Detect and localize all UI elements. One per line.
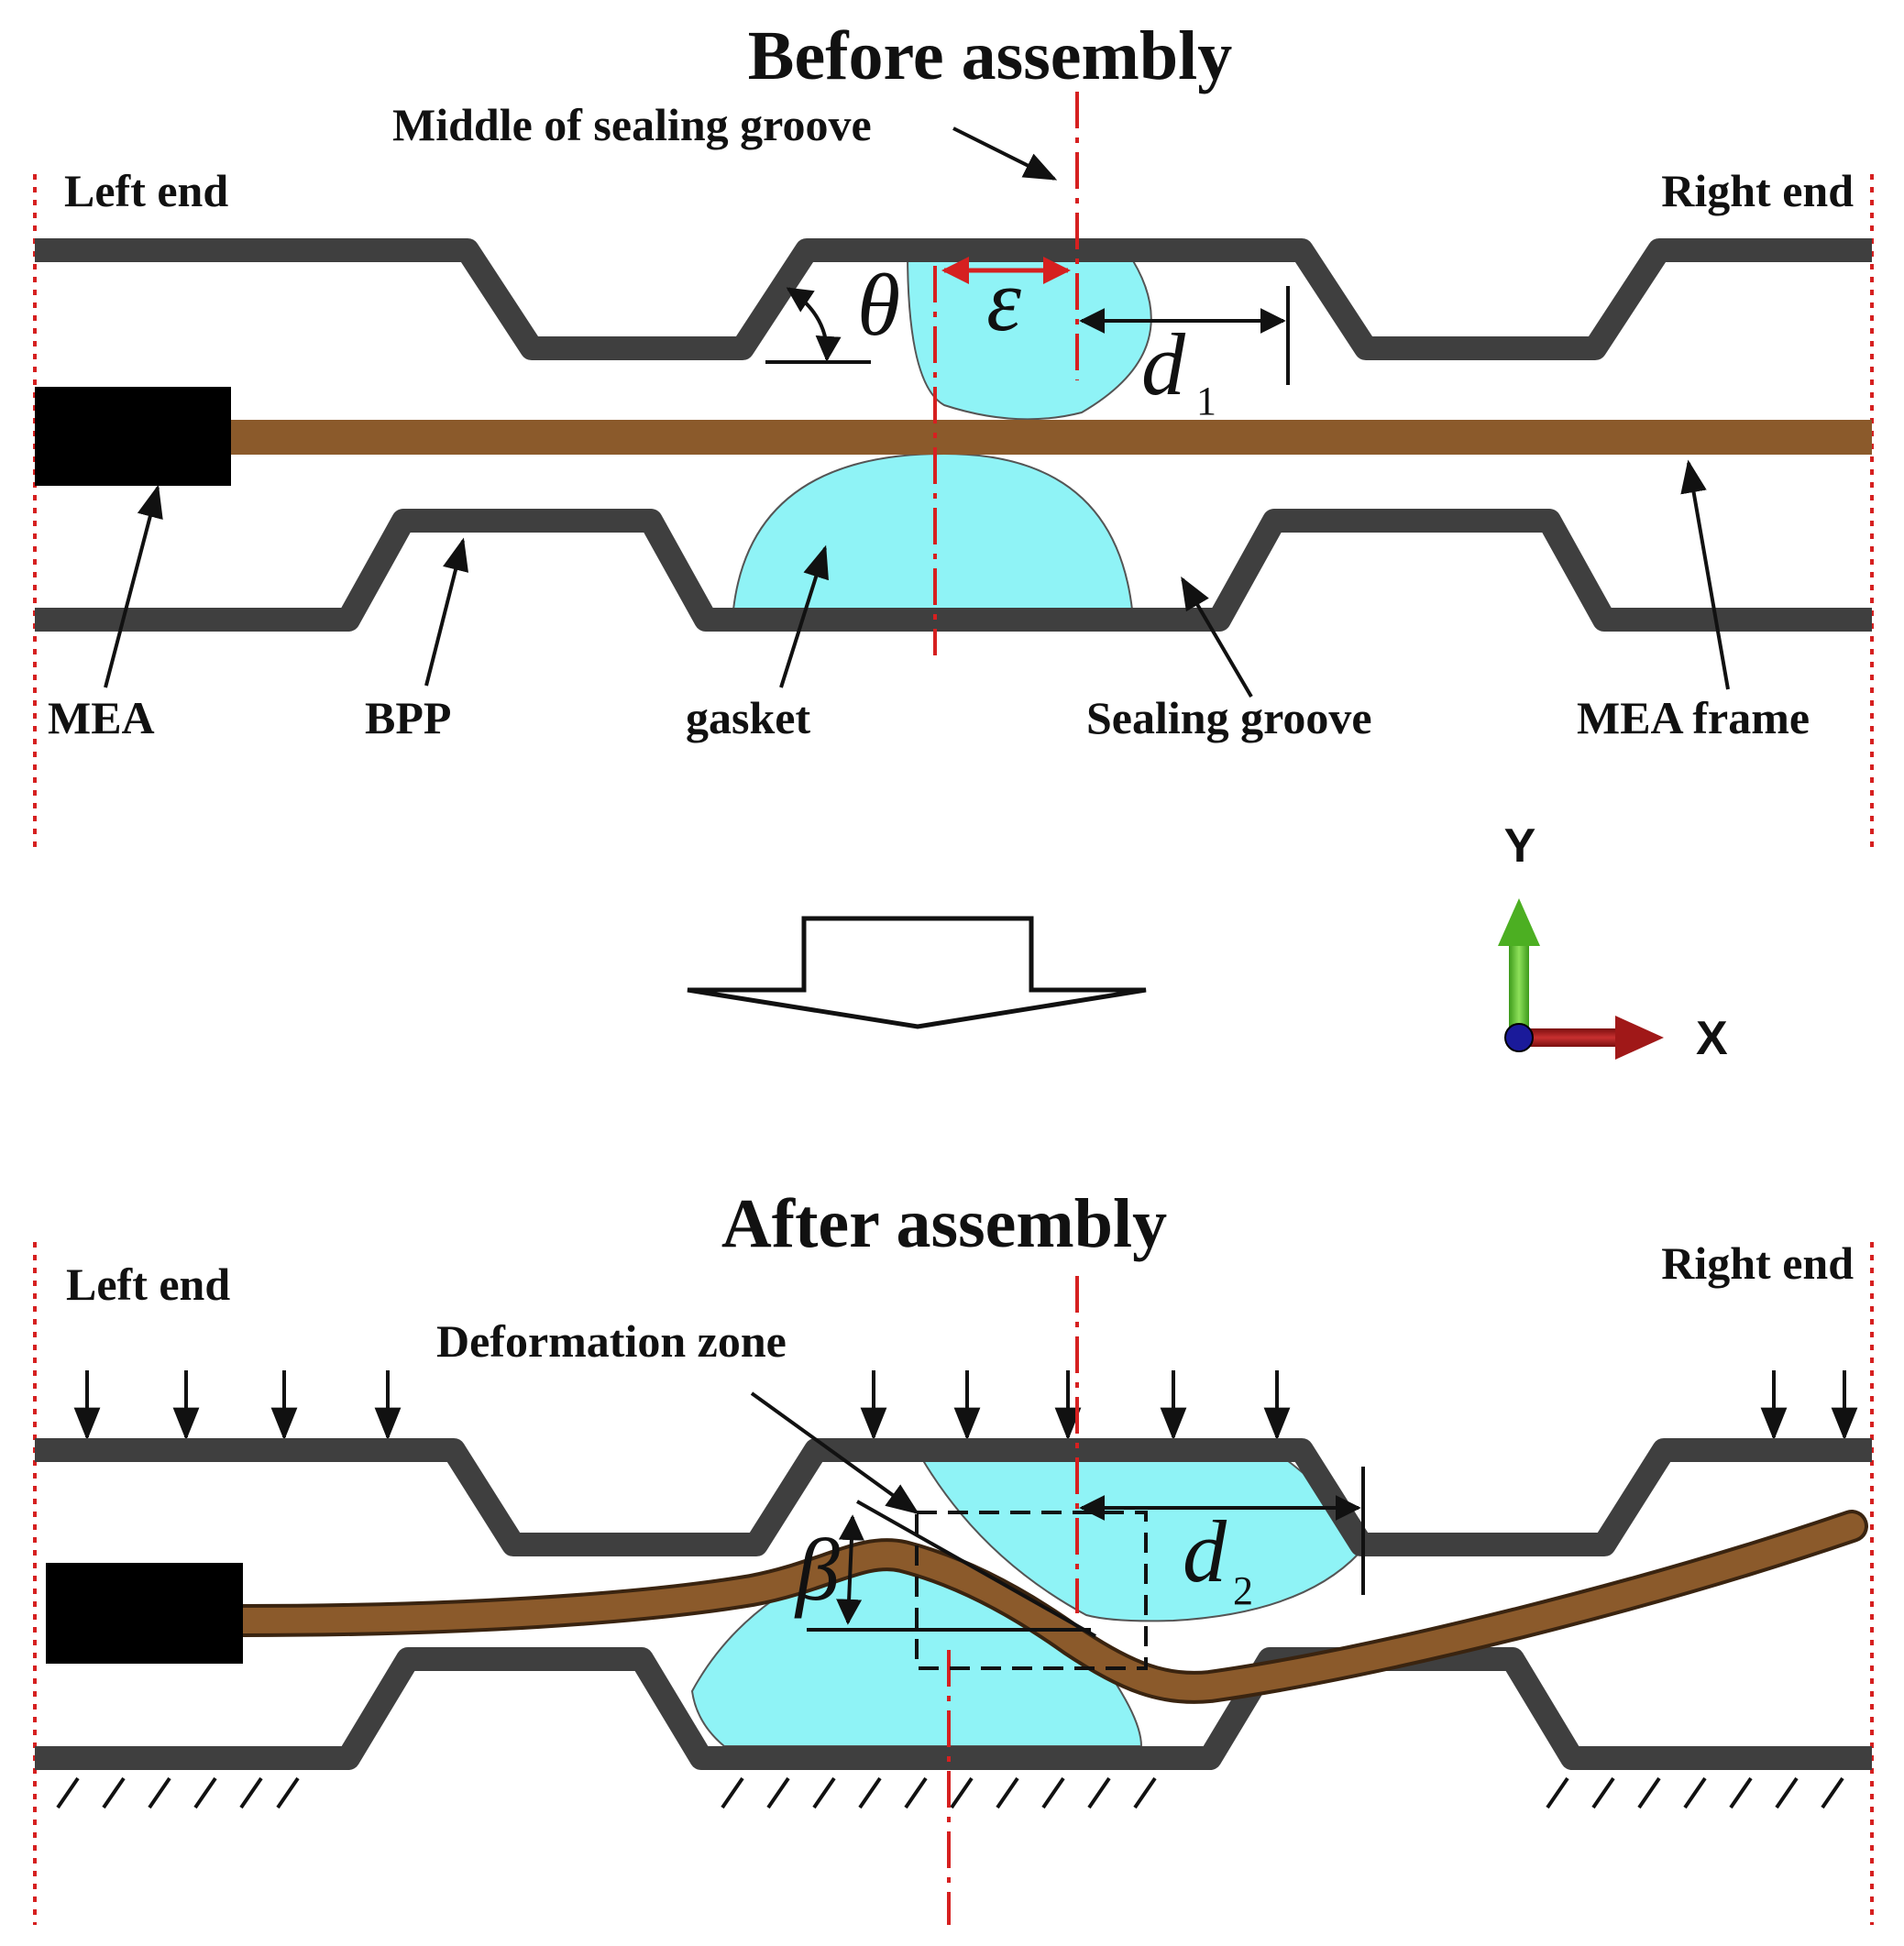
bpp-top-plate-after [35, 1438, 1872, 1556]
theta-symbol: θ [857, 256, 900, 354]
assembly-direction-arrow [687, 916, 1147, 1029]
d1-subscript: 1 [1196, 379, 1216, 423]
mea-frame-deformed-fill [230, 1513, 1865, 1700]
bpp-bottom-plate [35, 509, 1872, 632]
beta-tangent-line [856, 1500, 1096, 1638]
mea-pointer [104, 484, 163, 688]
beta-arc [836, 1514, 864, 1625]
y-axis-arrow-head [1498, 898, 1540, 946]
mea-block-after [46, 1563, 243, 1664]
gasket-lower [732, 452, 1134, 610]
after-assembly-panel: After assembly Left end Right end [33, 1185, 1874, 1925]
bpp-bottom-plate-after [35, 1647, 1872, 1770]
middle-groove-label: Middle of sealing groove [392, 99, 872, 150]
left-end-label: Left end [64, 165, 228, 216]
bpp-label: BPP [365, 692, 451, 743]
axes-origin [1504, 1023, 1534, 1052]
epsilon-symbol: ε [986, 251, 1021, 349]
mea-label: MEA [48, 692, 155, 743]
gasket-pointer [779, 544, 829, 688]
before-assembly-panel: Before assembly Left end Right end ε d 1… [33, 17, 1874, 852]
mea-frame-pointer [1680, 459, 1730, 690]
mea-block [35, 387, 231, 486]
theta-arc [786, 287, 842, 362]
load-arrows [73, 1370, 1858, 1441]
ground-hatch [56, 1776, 1844, 1809]
beta-symbol: β [794, 1521, 840, 1619]
right-end-label: Right end [1661, 165, 1854, 216]
mea-frame-strip [229, 420, 1872, 455]
d2-subscript: 2 [1233, 1568, 1253, 1613]
deformation-zone-label: Deformation zone [436, 1315, 787, 1367]
y-axis-label: Y [1504, 819, 1536, 873]
gasket-upper [906, 251, 1152, 421]
before-title: Before assembly [748, 17, 1232, 94]
coordinate-axes: Y X [1498, 819, 1728, 1065]
mea-frame-label: MEA frame [1577, 692, 1810, 743]
right-end-label-after: Right end [1661, 1237, 1854, 1289]
sealing-groove-pointer [1181, 576, 1253, 698]
gasket-label: gasket [686, 692, 810, 743]
d1-symbol: d [1141, 315, 1186, 413]
x-axis-label: X [1696, 1012, 1728, 1065]
bpp-top-plate [35, 238, 1872, 360]
bpp-pointer [424, 537, 469, 687]
y-axis-arrow-shaft [1509, 944, 1529, 1038]
after-title: After assembly [721, 1185, 1167, 1262]
x-axis-arrow-shaft [1522, 1028, 1617, 1047]
sealing-groove-label: Sealing groove [1086, 692, 1372, 743]
deformation-zone-box [915, 1511, 1148, 1670]
middle-groove-pointer [952, 126, 1058, 181]
x-axis-arrow-head [1615, 1016, 1664, 1060]
deformation-zone-pointer [750, 1391, 919, 1515]
d2-symbol: d [1183, 1502, 1227, 1600]
left-end-label-after: Left end [66, 1259, 230, 1310]
